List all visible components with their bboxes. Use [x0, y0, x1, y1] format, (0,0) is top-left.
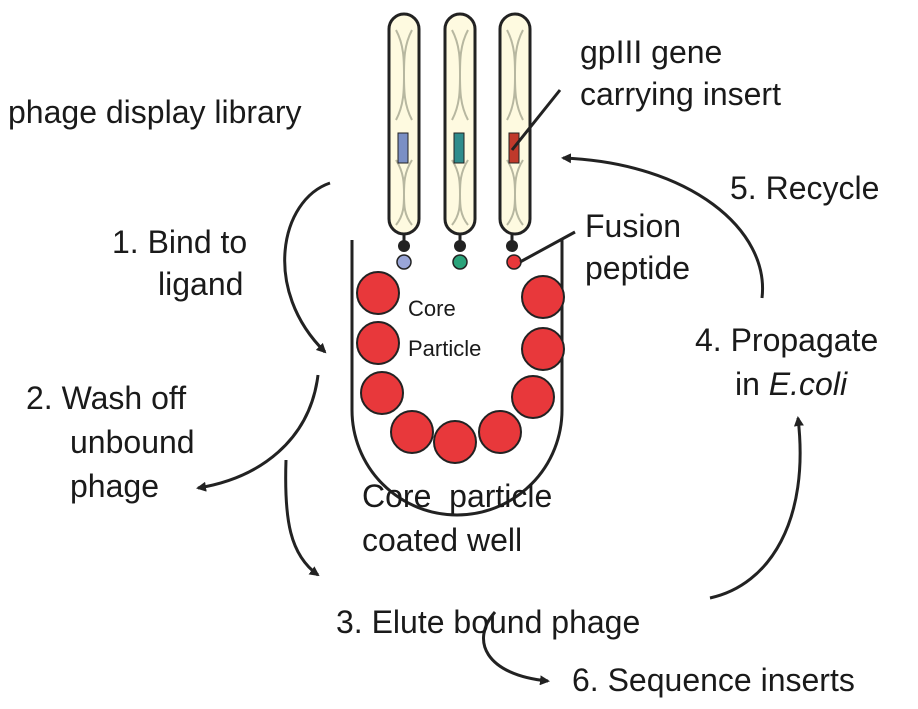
arrow-elute	[286, 460, 318, 575]
label-fusion-line1: Fusion	[585, 206, 681, 246]
label-fusion-line2: peptide	[585, 248, 690, 288]
linker-dot	[506, 240, 518, 252]
label-well-line2: coated well	[362, 520, 522, 560]
label-ecoli: E.coli	[769, 366, 847, 402]
label-sequence: 6. Sequence inserts	[572, 660, 855, 700]
label-core-line1: Core	[408, 296, 456, 322]
phage-3	[500, 14, 530, 269]
phage-2	[445, 14, 475, 269]
linker-dot	[398, 240, 410, 252]
label-bind-line1: 1. Bind to	[112, 222, 247, 262]
fusion-peptide-green	[453, 255, 467, 269]
label-wash-line3: phage	[70, 466, 159, 506]
core-particles	[357, 272, 564, 463]
fusion-peptide-blue	[397, 255, 411, 269]
arrow-bind	[285, 183, 330, 352]
label-library: phage display library	[8, 92, 302, 132]
label-wash-line2: unbound	[70, 422, 195, 462]
fusion-pointer	[520, 232, 575, 262]
label-gpiii-line2: carrying insert	[580, 74, 781, 114]
insert-blue	[398, 133, 408, 163]
label-propagate-line2: in E.coli	[735, 364, 847, 404]
label-propagate-line1: 4. Propagate	[695, 320, 878, 360]
insert-teal	[454, 133, 464, 163]
arrow-propagate	[710, 418, 800, 598]
label-bind-line2: ligand	[158, 264, 243, 304]
label-recycle: 5. Recycle	[730, 168, 879, 208]
arrow-wash	[198, 375, 318, 488]
phage-1	[389, 14, 419, 269]
label-core-line2: Particle	[408, 336, 481, 362]
label-elute: 3. Elute bound phage	[336, 602, 640, 642]
label-gpiii-line1: gpIII gene	[580, 32, 722, 72]
linker-dot	[454, 240, 466, 252]
fusion-peptide-red	[507, 255, 521, 269]
label-wash-line1: 2. Wash off	[26, 378, 186, 418]
label-well-line1: Core particle	[362, 476, 552, 516]
label-propagate-prefix: in	[735, 366, 769, 402]
